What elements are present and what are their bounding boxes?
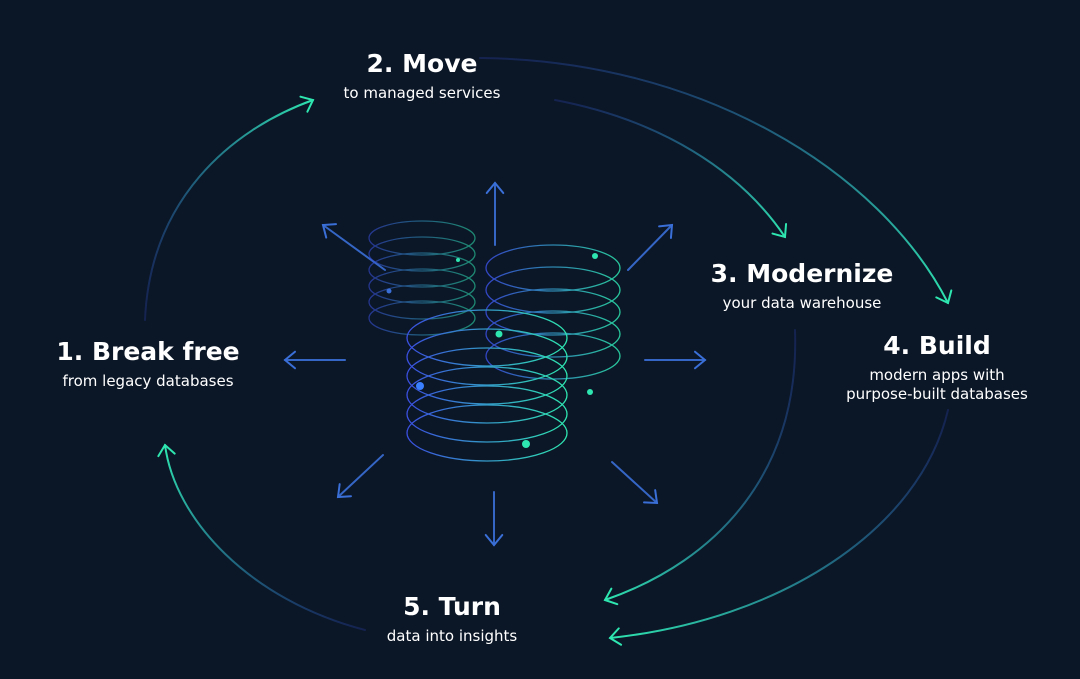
arrowhead-icon: [658, 223, 674, 239]
data-particle: [495, 330, 503, 338]
arrowhead-icon: [935, 289, 953, 305]
radial-arrow-icon: [627, 223, 674, 271]
database-ring: [406, 347, 568, 405]
database-ring: [485, 310, 621, 358]
database-ring: [368, 236, 476, 272]
radial-arrow-icon: [484, 491, 504, 547]
arrowhead-icon: [157, 443, 176, 458]
step-title: 4. Build: [883, 331, 991, 360]
step-title: 1. Break free: [56, 337, 240, 366]
step-subtitle: your data warehouse: [722, 294, 882, 312]
arrowhead-icon: [336, 483, 352, 499]
database-stack-front: [406, 309, 568, 462]
database-ring: [368, 220, 476, 256]
database-ring: [368, 252, 476, 288]
step-subtitle: to managed services: [343, 84, 501, 102]
arrow-break-free-to-move: [144, 95, 315, 321]
database-stack-back: [368, 220, 476, 336]
data-particle: [416, 382, 424, 390]
step-break-free: 1. Break free from legacy databases: [56, 337, 239, 391]
step-subtitle: from legacy databases: [62, 372, 234, 390]
arrow-modernize-to-turn: [603, 329, 797, 606]
step-move: 2. Move to managed services: [344, 49, 501, 103]
step-build: 4. Build modern apps with purpose-built …: [842, 331, 1032, 404]
step-modernize: 3. Modernize your data warehouse: [711, 259, 894, 313]
radial-arrow-icon: [644, 350, 707, 370]
arrowhead-icon: [485, 181, 505, 195]
data-particle: [522, 440, 530, 448]
step-title: 3. Modernize: [710, 259, 894, 288]
data-particle: [386, 288, 392, 294]
radial-arrow-icon: [336, 454, 384, 499]
arrowhead-icon: [321, 223, 337, 239]
database-ring: [368, 284, 476, 320]
arrowhead-icon: [299, 95, 315, 113]
database-ring: [406, 366, 568, 424]
arrowhead-icon: [484, 533, 504, 547]
arrow-turn-to-break-free: [157, 443, 366, 631]
arrowhead-icon: [283, 350, 297, 370]
database-stack-right: [485, 244, 621, 380]
data-particle: [456, 258, 460, 262]
database-ring: [368, 268, 476, 304]
data-particle: [587, 389, 593, 395]
database-ring: [406, 385, 568, 443]
radial-arrow-icon: [611, 461, 659, 505]
database-ring: [485, 288, 621, 336]
arrow-move-to-modernize: [554, 99, 788, 239]
database-ring: [485, 266, 621, 314]
arrow-move-to-build: [479, 57, 953, 305]
radial-arrow-icon: [485, 181, 505, 246]
step-turn: 5. Turn data into insights: [387, 592, 517, 646]
arrowhead-icon: [771, 223, 788, 239]
arrowhead-icon: [608, 627, 623, 646]
arrow-build-to-turn: [608, 409, 949, 646]
database-ring: [368, 300, 476, 336]
arrowhead-icon: [693, 350, 707, 370]
database-ring: [485, 332, 621, 380]
database-ring: [406, 328, 568, 386]
step-subtitle: modern apps with purpose-built databases: [846, 366, 1028, 403]
data-particle: [592, 253, 598, 259]
radial-arrow-icon: [283, 350, 346, 370]
arrowhead-icon: [603, 587, 619, 606]
database-ring: [485, 244, 621, 292]
step-subtitle: data into insights: [386, 627, 518, 645]
database-ring: [406, 404, 568, 462]
step-title: 5. Turn: [403, 592, 501, 621]
arrowhead-icon: [643, 489, 659, 505]
database-ring: [406, 309, 568, 367]
step-title: 2. Move: [366, 49, 478, 78]
